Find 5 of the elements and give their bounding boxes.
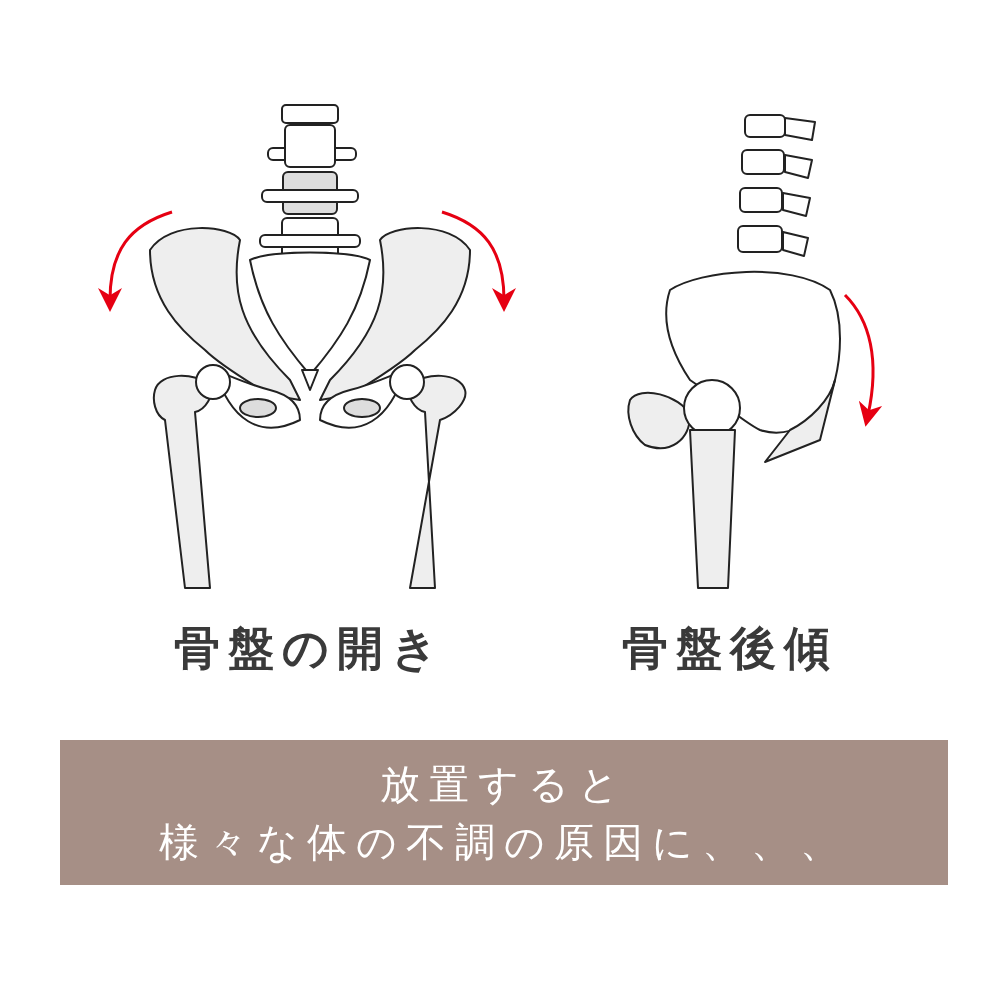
banner-text: 放置すると <box>380 759 628 809</box>
banner-text: 様々な体の不調の原因に、、、 <box>159 817 849 867</box>
message-banner <box>60 740 948 885</box>
caption-text: 骨盤の開き <box>173 620 447 677</box>
caption-text: 骨盤後傾 <box>621 620 839 677</box>
